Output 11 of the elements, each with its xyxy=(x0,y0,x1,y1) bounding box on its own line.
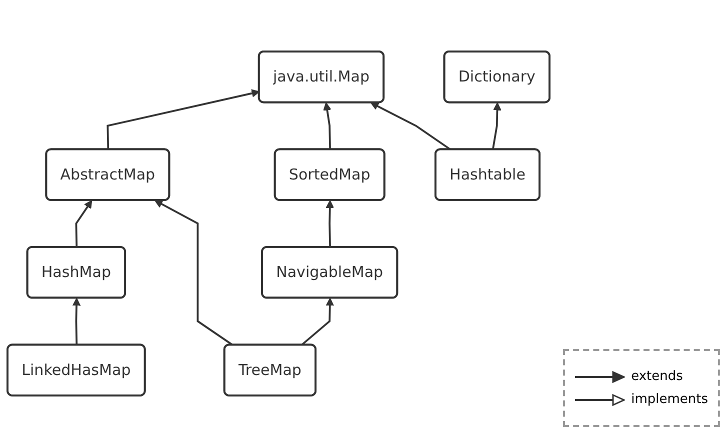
arrow xyxy=(492,102,502,150)
arrow xyxy=(370,102,452,150)
arrow xyxy=(72,298,81,346)
arrow xyxy=(75,200,92,248)
legend-label: implements xyxy=(631,392,708,407)
legend-label: extends xyxy=(631,369,683,384)
arrow xyxy=(106,89,260,150)
arrow xyxy=(326,200,334,248)
arrow xyxy=(300,298,334,346)
arrow xyxy=(323,102,332,150)
arrow xyxy=(154,200,234,346)
